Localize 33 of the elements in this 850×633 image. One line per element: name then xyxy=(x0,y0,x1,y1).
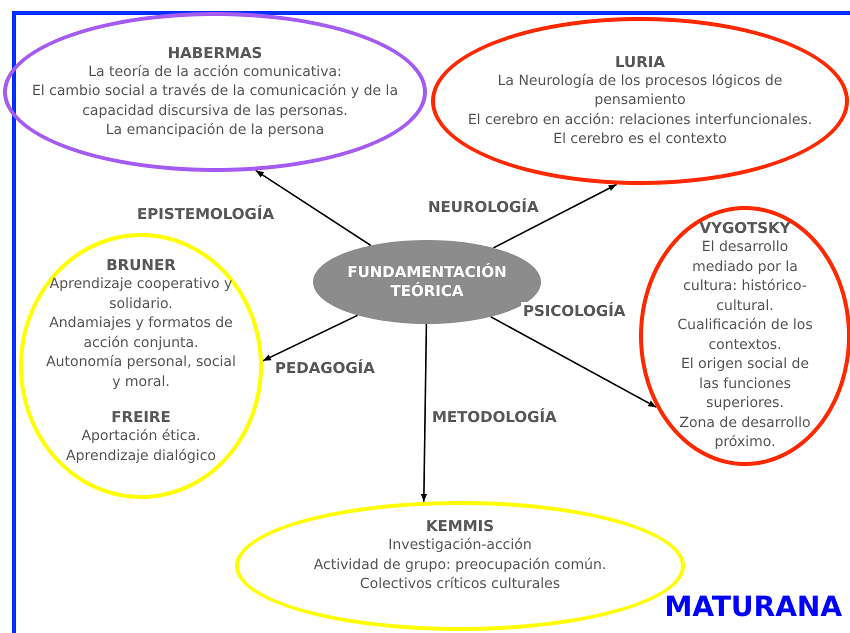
description-text: Colectivos críticos culturales xyxy=(360,575,560,594)
description-text: Aprendizaje cooperativo y solidario. xyxy=(48,275,234,314)
author-heading: HABERMAS xyxy=(168,44,262,62)
author-heading: VYGOTSKY xyxy=(699,219,791,238)
arrow xyxy=(493,184,617,249)
topic-ellipse xyxy=(431,17,849,185)
arrow xyxy=(262,314,358,362)
arrow xyxy=(420,324,428,502)
description-text: Investigación-acción xyxy=(388,536,532,556)
topic-ellipse xyxy=(3,12,427,172)
author-heading: FUNDAMENTACIÓN TEÓRICA xyxy=(346,263,508,301)
description-text: Zona de desarrollo próximo. xyxy=(678,414,812,452)
author-heading: KEMMIS xyxy=(426,517,494,536)
author-heading: BRUNER xyxy=(106,256,176,275)
description-text: La teoría de la acción comunicativa: xyxy=(88,62,342,82)
description-text: El cerebro es el contexto xyxy=(553,130,727,149)
author-heading: FREIRE xyxy=(111,408,171,427)
arrow xyxy=(490,316,657,408)
arrow xyxy=(255,170,372,246)
description-text: Andamiajes y formatos de acción conjunta. Autonomía personal, social y moral. xyxy=(46,314,236,392)
description-text: El cerebro en acción: relaciones interfuncionales. xyxy=(468,110,812,130)
description-text: Actividad de grupo: preocupación común. xyxy=(314,556,606,575)
description-text: El origen social de las funciones superiores. xyxy=(680,355,810,414)
label-text: MATURANA xyxy=(664,590,842,623)
topic-ellipse xyxy=(19,233,263,499)
description-text: La emancipación de la persona xyxy=(106,121,324,140)
description-text: El desarrollo mediado por la cultura: histórico-cultural. xyxy=(682,238,808,316)
topic-ellipse xyxy=(639,206,850,466)
description-text: La Neurología de los procesos lógicos de pensamiento xyxy=(496,72,784,110)
author-heading: LURIA xyxy=(615,52,665,72)
description-text: El cambio social a través de la comunicación y de la capacidad discursiva de las personas. xyxy=(30,82,400,120)
description-text: Cualificación de los contextos. xyxy=(676,316,814,355)
description-text: Aportación ética. Aprendizaje dialógico xyxy=(65,427,217,466)
